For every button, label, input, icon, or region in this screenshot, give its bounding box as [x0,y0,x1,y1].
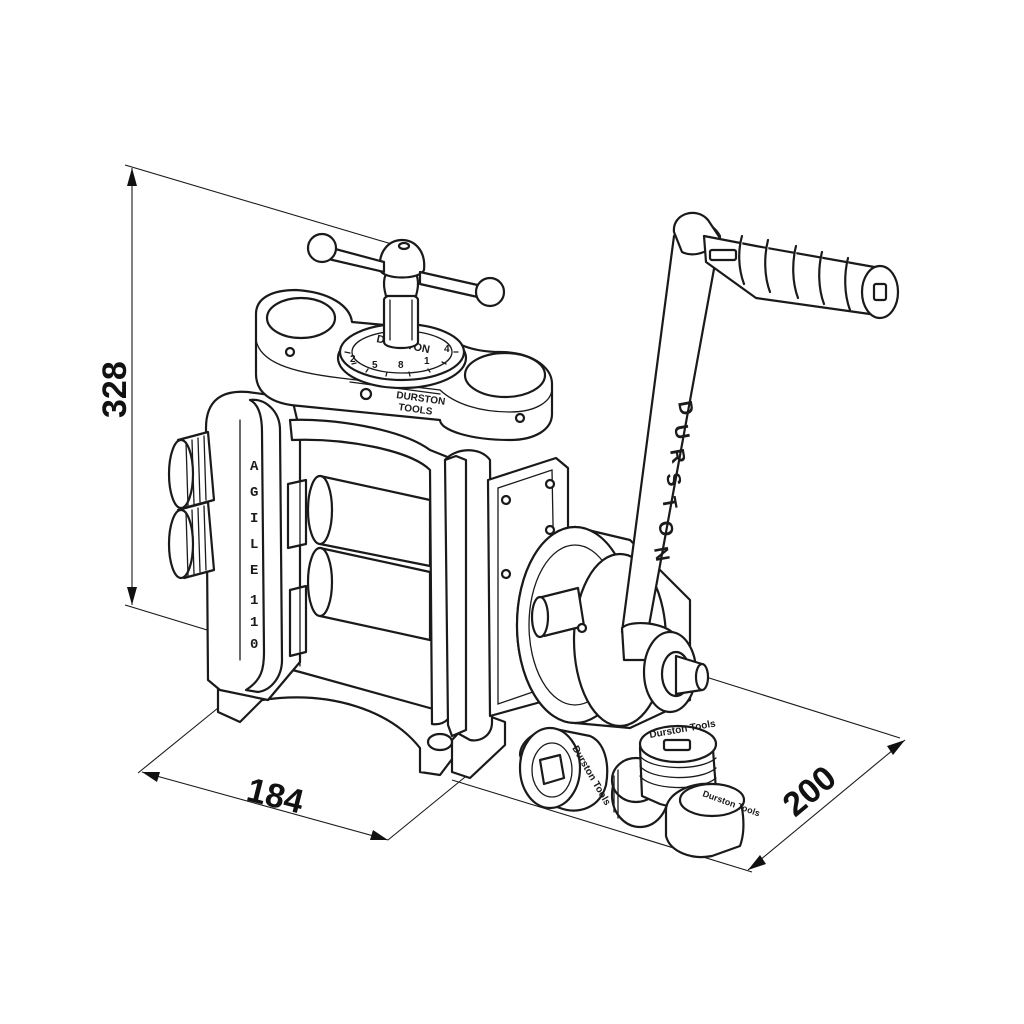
plate-engraving: DURSTON TOOLS [396,390,446,418]
spare-roll-small: Durston Tools [664,782,761,859]
dial-number-4: 4 [444,344,450,355]
handle-brand-letter-u: U [669,423,693,441]
height-dimension-label: 328 [96,361,134,418]
handle-brand-letter-r: R [665,447,689,466]
handle-brand-letter-o: O [653,519,677,538]
handle-engraving: D U R S T O N [649,399,697,563]
model-engraving: A G I L E 1 1 0 [250,459,259,653]
width-dimension-label: 184 [243,771,307,822]
handle-grip [702,234,900,320]
model-letter-1b: 1 [250,615,258,631]
model-letter-1a: 1 [250,593,258,609]
handle-brand-letter-n: N [649,545,673,563]
left-shaft-ends [167,430,216,580]
front-housing [288,418,494,742]
left-side-frame [204,390,302,702]
dial-number-8: 8 [398,360,404,371]
rollers [286,474,432,658]
depth-dimension-label: 200 [776,759,844,825]
dial-number-5: 5 [372,360,378,371]
spare-roll-large: Durston Tools [518,726,613,812]
model-letter-l: L [250,537,258,553]
handle-brand-letter-s: S [661,471,685,488]
model-letter-0: 0 [250,637,258,653]
plate-brand-line2: TOOLS [398,402,434,418]
model-letter-i: I [250,511,258,527]
model-letter-g: G [250,485,258,501]
handle-brand-letter-t: T [657,495,681,511]
model-letter-e: E [250,563,258,579]
dial-number-1: 1 [424,356,430,367]
t-bar-handle [306,232,506,308]
dial-number-2: 2 [350,354,356,365]
tension-screw [378,238,426,350]
model-letter-a: A [250,459,259,475]
handle-brand-letter-d: D [673,399,697,417]
